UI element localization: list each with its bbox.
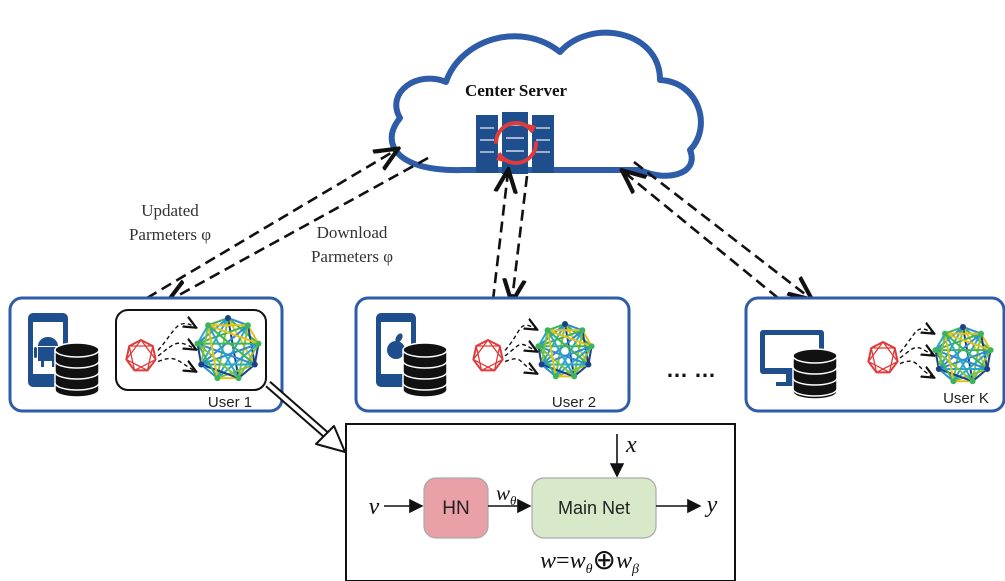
user-1-label: User 1 (208, 394, 252, 411)
upload-arrow-userk (624, 172, 779, 300)
user-k-label: User K (943, 390, 989, 407)
download-label-line1: Download (317, 223, 388, 242)
output-y: y (705, 492, 718, 518)
main-net-block (531, 477, 657, 539)
cloud-title: Center Server (465, 81, 568, 100)
database-icon (792, 348, 838, 400)
input-x: x (625, 432, 637, 458)
hn-main-net-glyph (125, 315, 262, 382)
weight-flow-arrows (899, 329, 933, 377)
upload-arrow-user2 (491, 172, 508, 301)
download-arrow-userk (633, 160, 810, 298)
hypernetwork-icon (867, 340, 899, 374)
main-network-icon (194, 315, 262, 382)
w-theta-label: wθ (496, 481, 517, 508)
zoom-arrow (265, 380, 346, 453)
more-users-ellipsis: … … (666, 357, 716, 382)
user-k-panel: User K (744, 296, 1005, 413)
hn-label: HN (442, 498, 469, 519)
main-network-icon (535, 321, 595, 380)
input-v: v (369, 494, 380, 520)
network-groups (125, 315, 994, 385)
database-icon (54, 342, 100, 398)
download-arrow-user2 (512, 175, 529, 300)
hypernetwork-detail-panel: v HN wθ x Main Net y w=wθ⊕wβ (345, 423, 736, 581)
sync-icon (494, 121, 538, 165)
hypernetwork-icon (125, 338, 157, 372)
upload-arrow-user1 (146, 150, 396, 300)
download-label-line2: Parmeters φ (311, 247, 393, 266)
hn-main-net-glyph (472, 321, 595, 380)
user-2-panel: User 2 (354, 296, 631, 413)
database-icon (402, 342, 448, 398)
updated-label-line1: Updated (141, 201, 199, 220)
center-server-cloud (388, 29, 704, 179)
main-network-icon (932, 324, 994, 385)
comm-arrows (146, 150, 810, 301)
user-2-label: User 2 (552, 394, 596, 411)
hypernetwork-icon (472, 338, 504, 372)
main-net-label: Main Net (558, 498, 630, 518)
weight-flow-arrows (504, 325, 536, 373)
weight-equation: w=wθ⊕wβ (540, 545, 639, 577)
hn-block (423, 477, 489, 539)
download-arrow-user1 (170, 156, 429, 300)
hn-main-net-glyph (867, 324, 994, 385)
updated-label-line2: Parmeters φ (129, 225, 211, 244)
weight-flow-arrows (157, 324, 195, 371)
user-1-panel: User 1 (8, 296, 284, 413)
